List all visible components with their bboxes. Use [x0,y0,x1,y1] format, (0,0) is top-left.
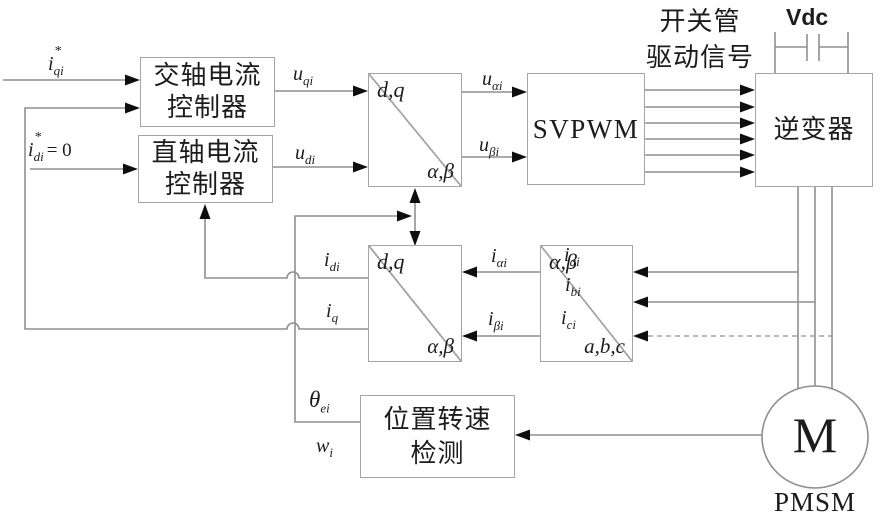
wires-gate-drive [645,90,742,172]
wires-three-phase [798,187,832,389]
label-u-alpha: uαi [482,69,502,89]
label-ic: ici [561,308,576,328]
position-speed-line2: 检测 [383,437,491,471]
wire-id-feedback [205,218,368,278]
dq-to-alphabeta-transform-box: d,q α,β [368,73,462,187]
label-speed: wi [316,436,333,456]
position-speed-detector-box: 位置转速 检测 [360,395,515,478]
label-i-alpha: iαi [491,246,507,266]
label-u-beta: uβi [479,135,499,155]
label-theta: θei [309,388,330,411]
label-i-beta: iβi [488,309,504,329]
position-speed-detector-label: 位置转速 检测 [383,403,491,471]
vdc-capacitor [775,32,848,73]
label-gate-drive-line1: 开关管 [625,6,775,37]
label-uq: uqi [293,64,313,84]
motor-pmsm-caption: PMSM [758,487,872,518]
alphabeta-label: α,β [427,159,454,184]
dq-label: d,q [377,77,405,103]
svpwm-label: SVPWM [533,114,640,145]
q-axis-controller-line1: 交轴电流 [153,60,261,92]
label-id-feedback: idi [324,250,340,270]
svpwm-box: SVPWM [527,73,645,185]
label-ia: iai [564,245,580,265]
d-axis-controller-line2: 控制器 [151,169,259,201]
label-ib: ibi [565,275,581,295]
inverter-label: 逆变器 [773,114,854,146]
label-id-reference: idi*= 0 [28,140,72,160]
label-iq-feedback: iq [326,301,338,321]
inverter-box: 逆变器 [755,73,873,187]
motor-m-label: M [762,408,868,462]
position-speed-line1: 位置转速 [383,403,491,437]
d-axis-current-controller-box: 直轴电流 控制器 [138,135,273,203]
dq-label: d,q [377,249,405,275]
alphabeta-to-dq-transform-box: d,q α,β [368,245,462,362]
clarke-transform-box: α,β a,b,c [540,245,633,362]
q-axis-current-controller-box: 交轴电流 控制器 [140,57,275,127]
q-axis-controller-line2: 控制器 [153,92,261,124]
label-ud: udi [295,143,315,163]
label-iq-reference: iqi* [48,54,62,74]
d-axis-controller-line1: 直轴电流 [151,137,259,169]
label-gate-drive-line2: 驱动信号 [625,42,775,73]
d-axis-current-controller-label: 直轴电流 控制器 [151,137,259,201]
label-vdc: Vdc [786,4,828,31]
q-axis-current-controller-label: 交轴电流 控制器 [153,60,261,124]
abc-label: a,b,c [584,334,625,359]
alphabeta-label: α,β [427,334,454,359]
